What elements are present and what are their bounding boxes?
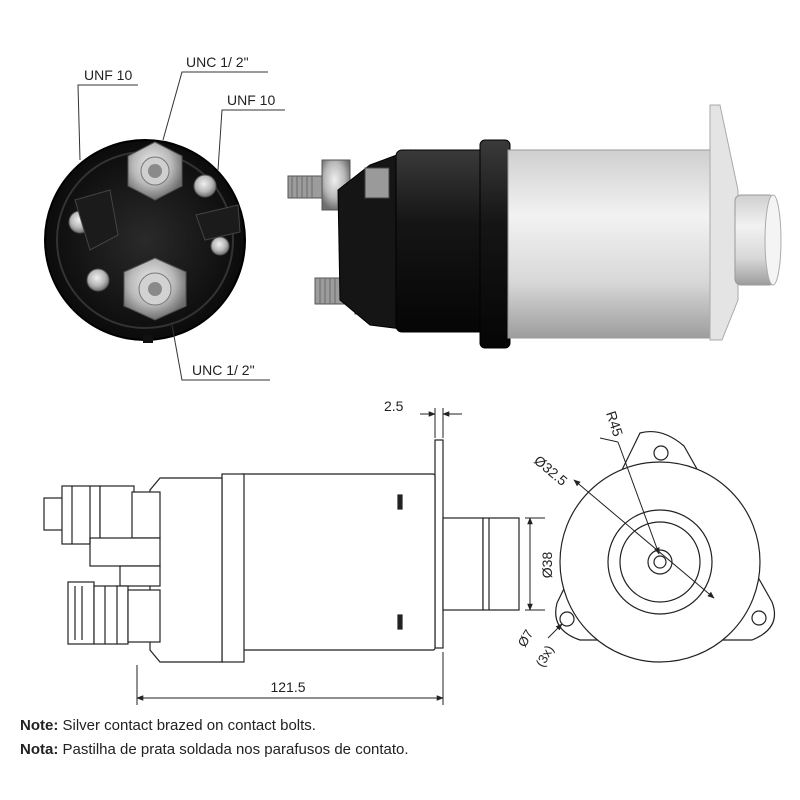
callout-unc-top: UNC 1/ 2" (186, 54, 249, 70)
dim-flange-radius: R45 (603, 409, 626, 439)
dim-bolt-circle: Ø32.5 (531, 452, 571, 489)
callout-unf10-right: UNF 10 (227, 92, 275, 108)
dim-flange-thickness: 2.5 (384, 398, 404, 414)
dim-plunger-diameter: Ø38 (539, 552, 555, 579)
side-dimensions (136, 408, 545, 705)
flange-dimensions (547, 437, 715, 639)
side-view-photo (287, 104, 782, 349)
note-portuguese: Nota: Pastilha de prata soldada nos para… (20, 740, 409, 760)
end-view-callouts (77, 71, 285, 381)
note-english-label: Note: (20, 717, 59, 734)
note-portuguese-text: Pastilha de prata soldada nos parafusos … (58, 741, 409, 758)
side-drawing (43, 439, 520, 663)
callout-unc-bottom: UNC 1/ 2" (192, 362, 255, 378)
small-terminal-right (193, 174, 217, 198)
main-stud-top (127, 141, 183, 201)
small-terminal-lower-right (210, 236, 230, 256)
dim-hole-count: (3x) (533, 643, 557, 670)
dim-overall-length: 121.5 (270, 679, 305, 695)
small-terminal-lower-left (86, 268, 110, 292)
main-stud-bottom (123, 257, 187, 321)
flange-drawing (555, 430, 776, 663)
note-portuguese-label: Nota: (20, 741, 59, 758)
note-english: Note: Silver contact brazed on contact b… (20, 716, 316, 736)
end-view-photo (44, 139, 246, 343)
dim-hole-diameter: Ø7 (515, 627, 537, 650)
callout-unf10-left: UNF 10 (84, 67, 132, 83)
note-english-text: Silver contact brazed on contact bolts. (58, 717, 316, 734)
